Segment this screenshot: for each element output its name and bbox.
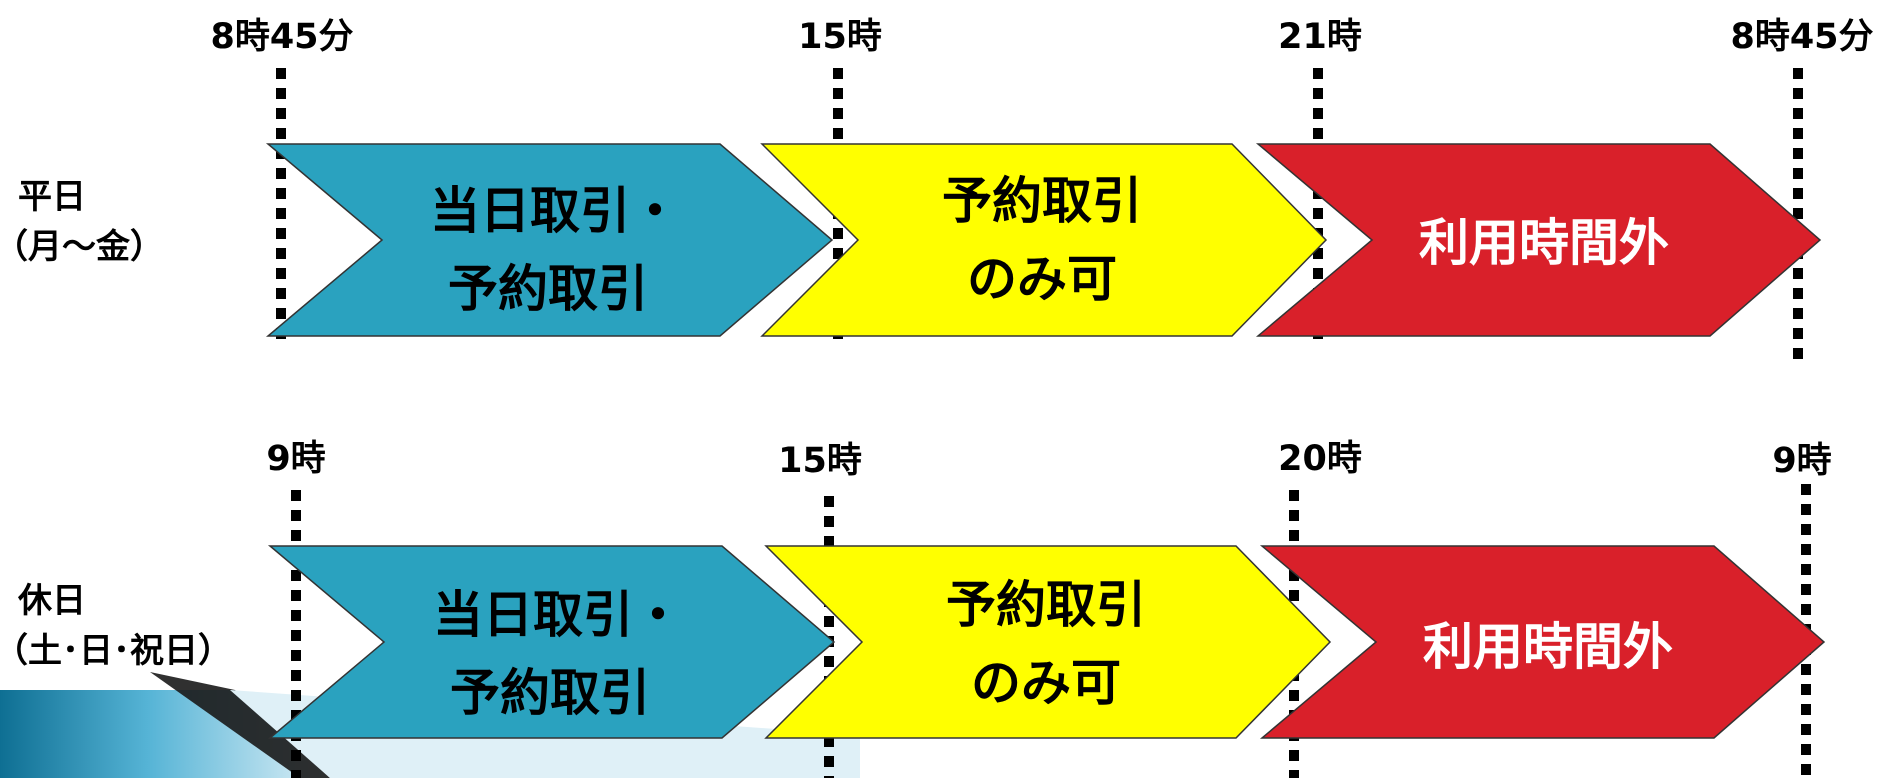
- arrow-segment-2: [764, 545, 1332, 739]
- arrow-segment-3: [1259, 545, 1826, 739]
- arrow-segment-1: [265, 143, 834, 337]
- arrow-segment-2: [760, 143, 1328, 337]
- arrow-2-text-line1: 予約取引: [946, 576, 1146, 634]
- arrow-1-text-line1: 当日取引・: [430, 182, 680, 240]
- row-label-line2: （土･日･祝日）: [0, 631, 232, 671]
- row-holiday: 休日 （土･日･祝日） 9時 15時 20時 9時 当日取引・ 予約取引 予約取…: [0, 439, 1832, 778]
- arrow-3-text: 利用時間外: [1419, 214, 1669, 272]
- arrow-2-text-line1: 予約取引: [942, 172, 1142, 230]
- time-label-start: 9時: [266, 439, 325, 479]
- time-label-boundary-1: 15時: [778, 441, 862, 481]
- time-label-boundary-2: 20時: [1278, 439, 1362, 479]
- time-label-boundary-2: 21時: [1278, 17, 1362, 57]
- arrow-segment-3: [1255, 143, 1822, 337]
- time-label-boundary-1: 15時: [798, 17, 882, 57]
- arrow-1-text-line1: 当日取引・: [433, 586, 683, 644]
- row-label-line1: 平日: [18, 177, 86, 217]
- row-weekday: 平日 （月～金） 8時45分 15時 21時 8時45分 当日取引・ 予約取引 …: [0, 17, 1874, 368]
- row-label-line2: （月～金）: [0, 227, 164, 267]
- time-label-start: 8時45分: [210, 17, 353, 57]
- arrow-2-text-line2: のみ可: [971, 654, 1121, 712]
- arrow-segment-1: [267, 545, 836, 739]
- arrow-3-text: 利用時間外: [1423, 618, 1673, 676]
- arrow-2-text-line2: のみ可: [967, 250, 1117, 308]
- time-label-end: 8時45分: [1730, 17, 1873, 57]
- time-label-end: 9時: [1772, 441, 1831, 481]
- arrow-1-text-line2: 予約取引: [448, 260, 648, 318]
- arrow-1-text-line2: 予約取引: [450, 664, 650, 722]
- row-label-line1: 休日: [17, 581, 86, 621]
